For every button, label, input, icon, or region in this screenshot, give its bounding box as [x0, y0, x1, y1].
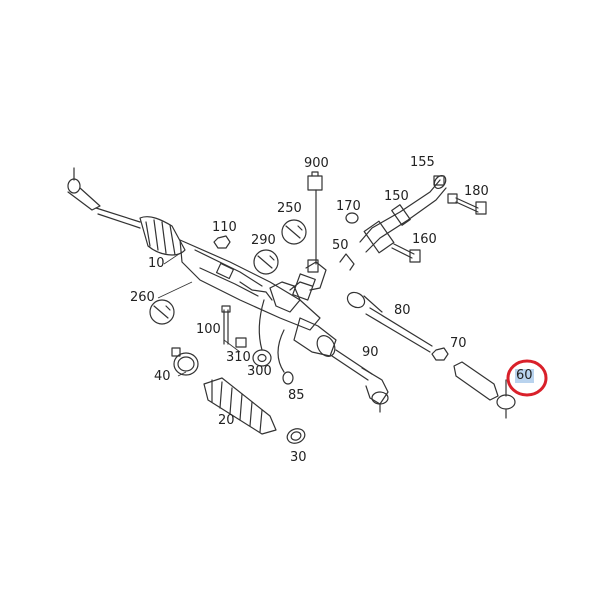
- callout-180: 180: [464, 184, 489, 199]
- callout-85: 85: [288, 388, 305, 403]
- callout-310: 310: [226, 350, 251, 365]
- callout-900: 900: [304, 156, 329, 171]
- right-inner-tie-rod: [331, 349, 389, 413]
- nut-155: [433, 175, 445, 186]
- tool-symbol-290: [253, 249, 279, 275]
- callout-60-highlighted[interactable]: 60: [515, 368, 534, 383]
- callout-155: 155: [410, 155, 435, 170]
- highlight-ring: [506, 359, 548, 397]
- callout-50: 50: [332, 238, 349, 253]
- bellows-boot-20: [203, 377, 277, 435]
- callout-250: 250: [277, 201, 302, 216]
- clamp-40: [171, 347, 199, 376]
- steering-shaft: [359, 174, 447, 254]
- tool-symbol-250: [281, 219, 307, 245]
- callout-80: 80: [394, 303, 411, 318]
- callout-170: 170: [336, 199, 361, 214]
- washer-170: [345, 212, 359, 224]
- callout-20: 20: [218, 413, 235, 428]
- tool-symbol-260: [149, 299, 175, 325]
- callout-160: 160: [412, 232, 437, 247]
- rack-housing: [179, 239, 327, 331]
- callout-100: 100: [196, 322, 221, 337]
- bolt-160: [391, 243, 421, 263]
- nut-310: [235, 337, 247, 348]
- callout-150: 150: [384, 189, 409, 204]
- callout-70: 70: [450, 336, 467, 351]
- outer-tie-rod-end-60: [453, 361, 516, 419]
- bolt-180: [447, 193, 487, 215]
- clamp-30: [286, 428, 306, 444]
- left-bellows-boot: [139, 216, 186, 256]
- callout-260: 260: [130, 290, 155, 305]
- bolt-100: [221, 305, 231, 345]
- bracket-line-b: [277, 329, 285, 373]
- callout-300: 300: [247, 364, 272, 379]
- nut-110: [213, 235, 231, 249]
- label-900: [307, 171, 323, 265]
- inner-tie-rod-80: [346, 291, 433, 353]
- callout-110: 110: [212, 220, 237, 235]
- callout-10: 10: [148, 256, 165, 271]
- callout-30: 30: [290, 450, 307, 465]
- left-tie-rod-end: [67, 167, 141, 229]
- right-bellows-boot: [293, 317, 337, 357]
- clip-50: [339, 253, 355, 271]
- callout-90: 90: [362, 345, 379, 360]
- bracket-line-a: [258, 299, 265, 351]
- nut-70: [431, 347, 449, 361]
- bushing-85: [282, 371, 294, 385]
- callout-40: 40: [154, 369, 171, 384]
- callout-290: 290: [251, 233, 276, 248]
